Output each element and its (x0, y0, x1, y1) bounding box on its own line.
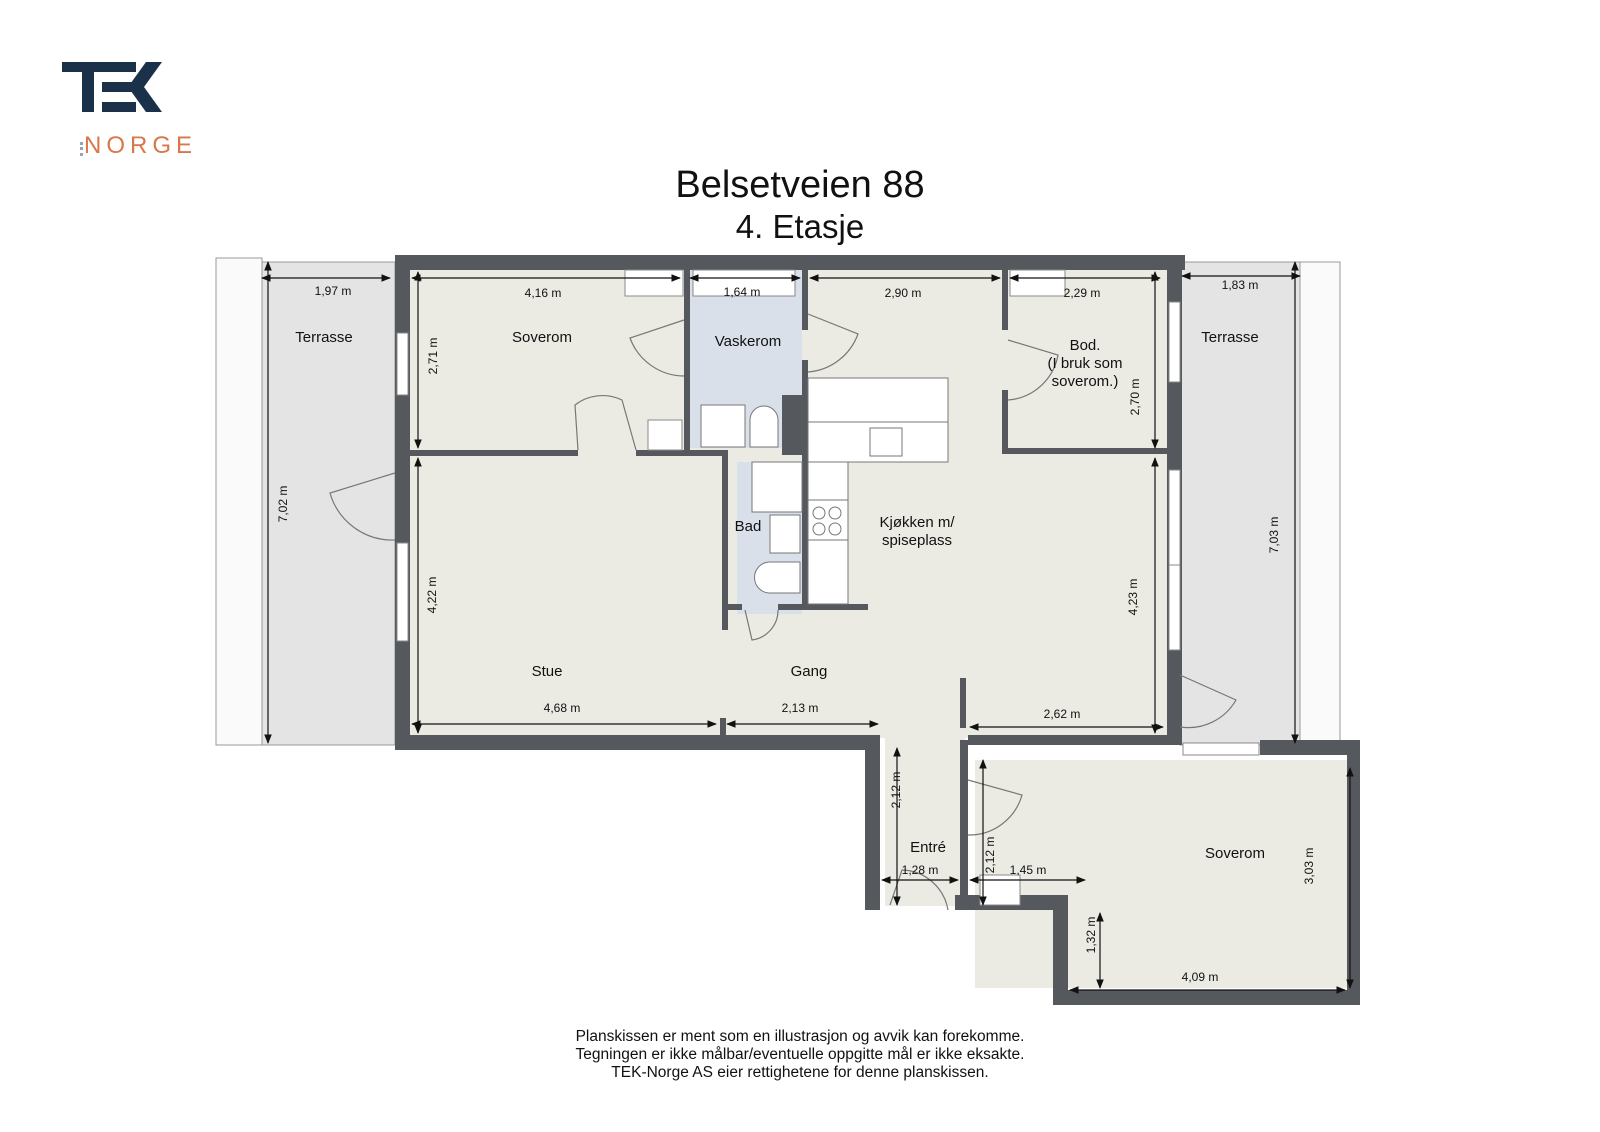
kitchen-sink-icon (869, 427, 903, 457)
dim-terrasse-left-w: 1,97 m (315, 284, 352, 298)
toilet-icon (749, 405, 779, 448)
floor-subtitle: 4. Etasje (735, 208, 865, 245)
washing-machine-icon (700, 404, 746, 448)
disclaimer-line-2: Tegningen er ikke målbar/eventuelle oppg… (575, 1046, 1025, 1063)
room-label-terrasse-right: Terrasse (1201, 329, 1259, 346)
windows (396, 269, 1260, 906)
room-label-soverom-2: Soverom (1205, 845, 1265, 862)
room-label-terrasse-left: Terrasse (295, 329, 353, 346)
tek-logo-icon (62, 62, 162, 112)
dimension-lines (261, 261, 1354, 994)
dim-soverom1-h: 2,71 m (426, 338, 440, 375)
dim-terrasse-left-h: 7,02 m (276, 486, 290, 523)
stove-icon (807, 499, 849, 541)
tek-norge-logo: NORGE (62, 62, 222, 162)
logo-colon (80, 142, 86, 156)
room-label-soverom-1: Soverom (512, 329, 572, 346)
kitchen-counter-top (807, 377, 949, 423)
room-label-stue: Stue (532, 663, 563, 680)
terrace-right (1179, 261, 1341, 746)
room-label-bod-1: Bod. (1070, 337, 1101, 354)
room-label-vaskerom: Vaskerom (715, 333, 781, 350)
dim-bod-w: 2,29 m (1064, 286, 1101, 300)
room-label-bod-2: (I bruk som (1047, 355, 1122, 372)
dim-terrasse-right-w: 1,83 m (1222, 278, 1259, 292)
dim-kitchen-h: 4,23 m (1126, 579, 1140, 616)
page-title: Belsetveien 88 (675, 164, 925, 206)
dim-entre-h: 2,12 m (889, 772, 903, 809)
dim-stue-h: 4,22 m (425, 577, 439, 614)
dim-right-bottom-w: 2,62 m (1044, 707, 1081, 721)
room-label-entre: Entré (910, 839, 946, 856)
dim-soverom2-h: 3,03 m (1302, 848, 1316, 885)
fixtures (700, 377, 949, 605)
room-label-bad: Bad (735, 518, 762, 535)
dim-vaskerom-w: 1,64 m (724, 285, 761, 299)
disclaimer-line-1: Planskissen er ment som en illustrasjon … (575, 1028, 1025, 1045)
shower-icon (751, 461, 803, 513)
dim-gang-w: 2,13 m (782, 701, 819, 715)
terrace-left (215, 257, 396, 746)
logo-norge-text: NORGE (84, 132, 198, 159)
bad-toilet-icon (754, 561, 801, 594)
dim-kitchen-top-w: 2,90 m (885, 286, 922, 300)
room-label-gang: Gang (791, 663, 828, 680)
dim-entre-w: 1,28 m (902, 863, 939, 877)
bad-sink-icon (769, 514, 801, 554)
room-label-kjokken-2: spiseplass (882, 532, 952, 549)
dim-soverom2-small-h: 1,32 m (1084, 917, 1098, 954)
dim-hall-h: 2,12 m (983, 837, 997, 874)
disclaimer-line-3: TEK-Norge AS eier rettighetene for denne… (611, 1064, 989, 1081)
room-label-bod-3: soverom.) (1052, 373, 1119, 390)
room-label-kjokken-1: Kjøkken m/ (879, 514, 955, 531)
dim-stue-w: 4,68 m (544, 701, 581, 715)
dim-terrasse-right-h: 7,03 m (1267, 517, 1281, 554)
dim-bod-h: 2,70 m (1128, 379, 1142, 416)
dim-soverom2-w: 4,09 m (1182, 970, 1219, 984)
dim-soverom1-w: 4,16 m (525, 286, 562, 300)
dim-hall-w: 1,45 m (1010, 863, 1047, 877)
disclaimer: Planskissen er ment som en illustrasjon … (0, 1028, 1600, 1082)
